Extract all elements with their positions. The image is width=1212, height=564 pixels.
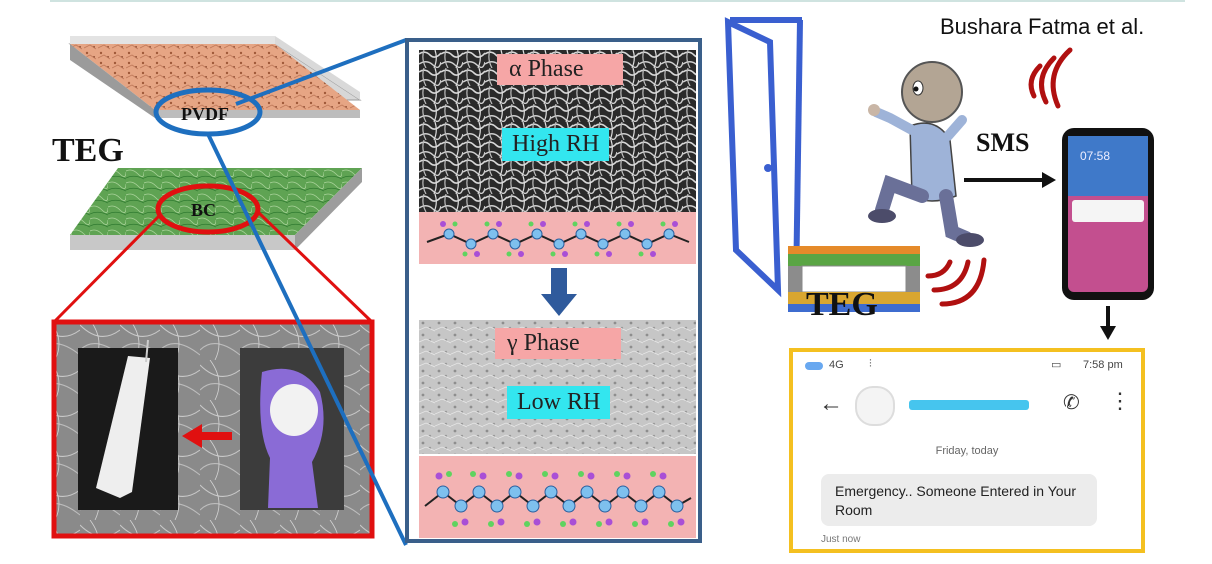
call-icon[interactable]: ✆ <box>1063 392 1080 414</box>
alpha-phase-label: α Phase <box>497 54 623 85</box>
phase-comparison-panel: α Phase High RH <box>405 38 702 543</box>
contact-name-redacted <box>909 400 1029 410</box>
walking-person <box>868 61 984 247</box>
more-options-icon[interactable]: ⋮ <box>1109 388 1131 413</box>
low-rh-label: Low RH <box>507 386 611 419</box>
wireless-signal-top <box>1028 47 1073 109</box>
message-bubble: Emergency.. Someone Entered in Your Room <box>821 474 1097 526</box>
bc-label: BC <box>191 200 216 220</box>
wireless-signal-bottom <box>925 257 987 307</box>
message-text: Emergency.. Someone Entered in Your Room <box>835 483 1077 518</box>
message-date: Friday, today <box>935 445 999 457</box>
gamma-molecule-strip <box>419 456 696 538</box>
right-scene-graphic: 07:58 <box>724 17 1154 340</box>
sms-label: SMS <box>976 128 1030 157</box>
door <box>724 17 803 298</box>
gamma-phase-label: γ Phase <box>495 328 621 359</box>
message-sent-time: Just now <box>821 534 861 545</box>
back-arrow-icon[interactable]: ← <box>819 390 843 417</box>
high-rh-label: High RH <box>502 128 610 161</box>
battery-icon: ▭ <box>1051 359 1062 371</box>
teg-label-left: TEG <box>52 132 124 169</box>
phone-clock: 07:58 <box>1080 149 1110 163</box>
teg-label-right: TEG <box>806 286 878 323</box>
alpha-molecule-strip <box>419 212 696 264</box>
bc-layer <box>70 168 362 250</box>
status-time: 7:58 pm <box>1083 359 1123 371</box>
pvdf-label: PVDF <box>181 104 229 124</box>
teg-device <box>788 246 920 312</box>
left-layers-graphic: PVDF BC <box>51 36 408 546</box>
sms-message-screenshot: 4G ⫶ ▭ 7:58 pm ← ✆ ⋮ Friday, today Emerg… <box>789 348 1145 553</box>
status-network: 4G <box>829 359 844 371</box>
author-credit: Bushara Fatma et al. <box>940 14 1145 39</box>
status-bar-pill <box>805 362 823 370</box>
pvdf-layer <box>68 36 362 118</box>
contact-avatar <box>855 386 895 426</box>
top-divider <box>50 0 1185 2</box>
down-arrow <box>541 268 577 316</box>
signal-icon: ⫶ <box>869 358 872 370</box>
smartphone: 07:58 <box>1062 128 1154 300</box>
